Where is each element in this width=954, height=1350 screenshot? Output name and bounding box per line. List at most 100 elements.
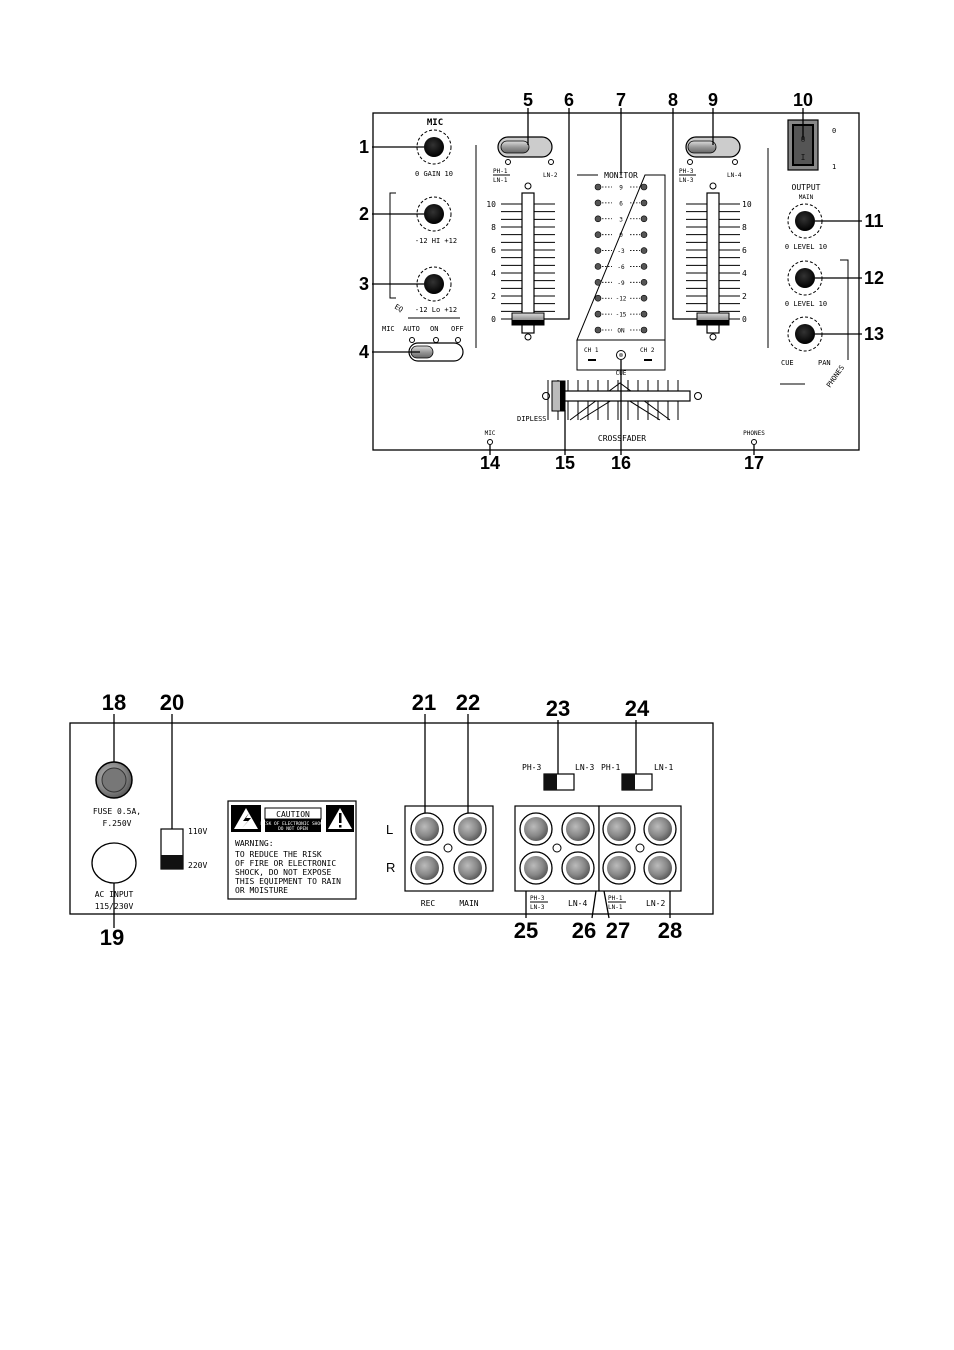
phono-line-switch-1[interactable] [621,773,653,791]
meter-led-left [594,263,602,270]
mic-switch-off: OFF [451,325,464,333]
switch-23-right: LN-3 [575,763,594,772]
caution-label [227,800,357,900]
meter-led-left [594,199,602,207]
exclamation-icon [339,813,342,823]
main-out-label: MAIN [459,899,478,908]
meter-led-left [594,294,602,302]
voltage-selector[interactable] [160,828,184,870]
led-auto [409,337,415,343]
meter-led-right [640,310,648,318]
ch1-fader-top-screw [524,182,532,190]
callout-24: 24 [625,696,650,721]
callout-8: 8 [668,90,678,110]
v220-label: 220V [188,861,207,870]
rec-label: REC [421,899,436,908]
phones-jack[interactable] [751,439,757,445]
mic-title: MIC [427,118,443,128]
ch2-scale-label: 4 [742,269,747,278]
eq-bracket [389,192,396,299]
callout-7: 7 [616,90,626,110]
monitor-title: MONITOR [604,171,638,180]
input-1-right-jack[interactable] [602,851,636,885]
crossfader-track [554,390,691,402]
front-leaders [372,108,862,455]
callout-28: 28 [658,918,682,943]
input-34-ground-screw [552,843,562,853]
mic-switch-auto: AUTO [403,325,420,333]
ac-input-socket[interactable] [91,842,137,884]
ch1-fader-bottom-screw [524,333,532,341]
input-3-left-jack[interactable] [519,812,553,846]
callout-14: 14 [480,453,500,473]
cue-button[interactable] [616,350,626,360]
ch2-scale-label: 0 [742,315,747,324]
power-switch[interactable] [787,119,819,171]
output-ground-screw [443,843,453,853]
callout-3: 3 [359,274,369,294]
warning-line-3: SHOCK, DO NOT EXPOSE [235,868,332,877]
main-left-jack[interactable] [453,812,487,846]
ch1-fader-knob[interactable] [511,312,545,326]
ch1-led-left [505,159,511,165]
meter-level-label: 6 [619,200,623,207]
caution-sub1: RISK OF ELECTRONIC SHOCK [260,821,325,827]
phones-bracket [840,259,849,360]
meter-led-right [640,326,648,334]
ch1-left-sub: LN-1 [493,177,508,184]
phones-jack-label: PHONES [743,430,765,437]
callout-18: 18 [102,690,126,715]
in34-right: LN-4 [568,899,587,908]
callout-9: 9 [708,90,718,110]
mic-gain-knob[interactable] [416,129,452,165]
phono-line-switch-3[interactable] [543,773,575,791]
rear-leaders [113,714,671,928]
ch1-input-switch[interactable] [497,136,553,158]
in12-right: LN-2 [646,899,665,908]
hi-scale: -12 HI +12 [415,237,457,245]
eq-lo-knob[interactable] [416,266,452,302]
ch2-fader-track [706,192,720,334]
ch1-scale-label: 2 [491,292,496,301]
input-2-right-jack[interactable] [643,851,677,885]
mic-jack[interactable] [487,439,493,445]
callout-16: 16 [611,453,631,473]
crossfader-knob[interactable] [551,380,566,412]
rec-right-jack[interactable] [410,851,444,885]
meter-led-left [594,326,602,334]
warning-line-1: TO REDUCE THE RISK [235,850,322,859]
gain-scale: 0 GAIN 10 [415,170,453,178]
caution-title: CAUTION [276,810,310,819]
warning-line-4: THIS EQUIPMENT TO RAIN [235,877,341,886]
input-1-left-jack[interactable] [602,812,636,846]
main-right-jack[interactable] [453,851,487,885]
meter-led-right [640,183,648,191]
mic-switch-mic: MIC [382,325,395,333]
crossfader-left-screw [542,392,550,400]
fuse-holder[interactable] [95,761,133,799]
ch2-fader-knob[interactable] [696,312,730,326]
callout-12: 12 [864,268,884,288]
meter-level-label: -6 [617,264,625,271]
in12-top: PH-1 [608,895,623,902]
input-2-left-jack[interactable] [643,812,677,846]
caution-sub2: DO NOT OPEN [278,826,308,832]
mic-jack-label: MIC [485,430,496,437]
front-panel-outline [372,112,860,451]
input-4-left-jack[interactable] [561,812,595,846]
input-4-right-jack[interactable] [561,851,595,885]
warning-title: WARNING: [235,839,274,848]
ch1-scale-label: 10 [486,200,496,209]
ch2-scale-label: 10 [742,200,752,209]
callout-25: 25 [514,918,538,943]
input-3-right-jack[interactable] [519,851,553,885]
meter-level-label: 0 [619,232,623,239]
eq-hi-knob[interactable] [416,196,452,232]
rec-left-jack[interactable] [410,812,444,846]
callout-4: 4 [359,342,369,362]
callout-17: 17 [744,453,764,473]
rear-panel-outline [69,722,714,915]
ch1-led-right [548,159,554,165]
meter-level-label: -9 [617,280,625,287]
